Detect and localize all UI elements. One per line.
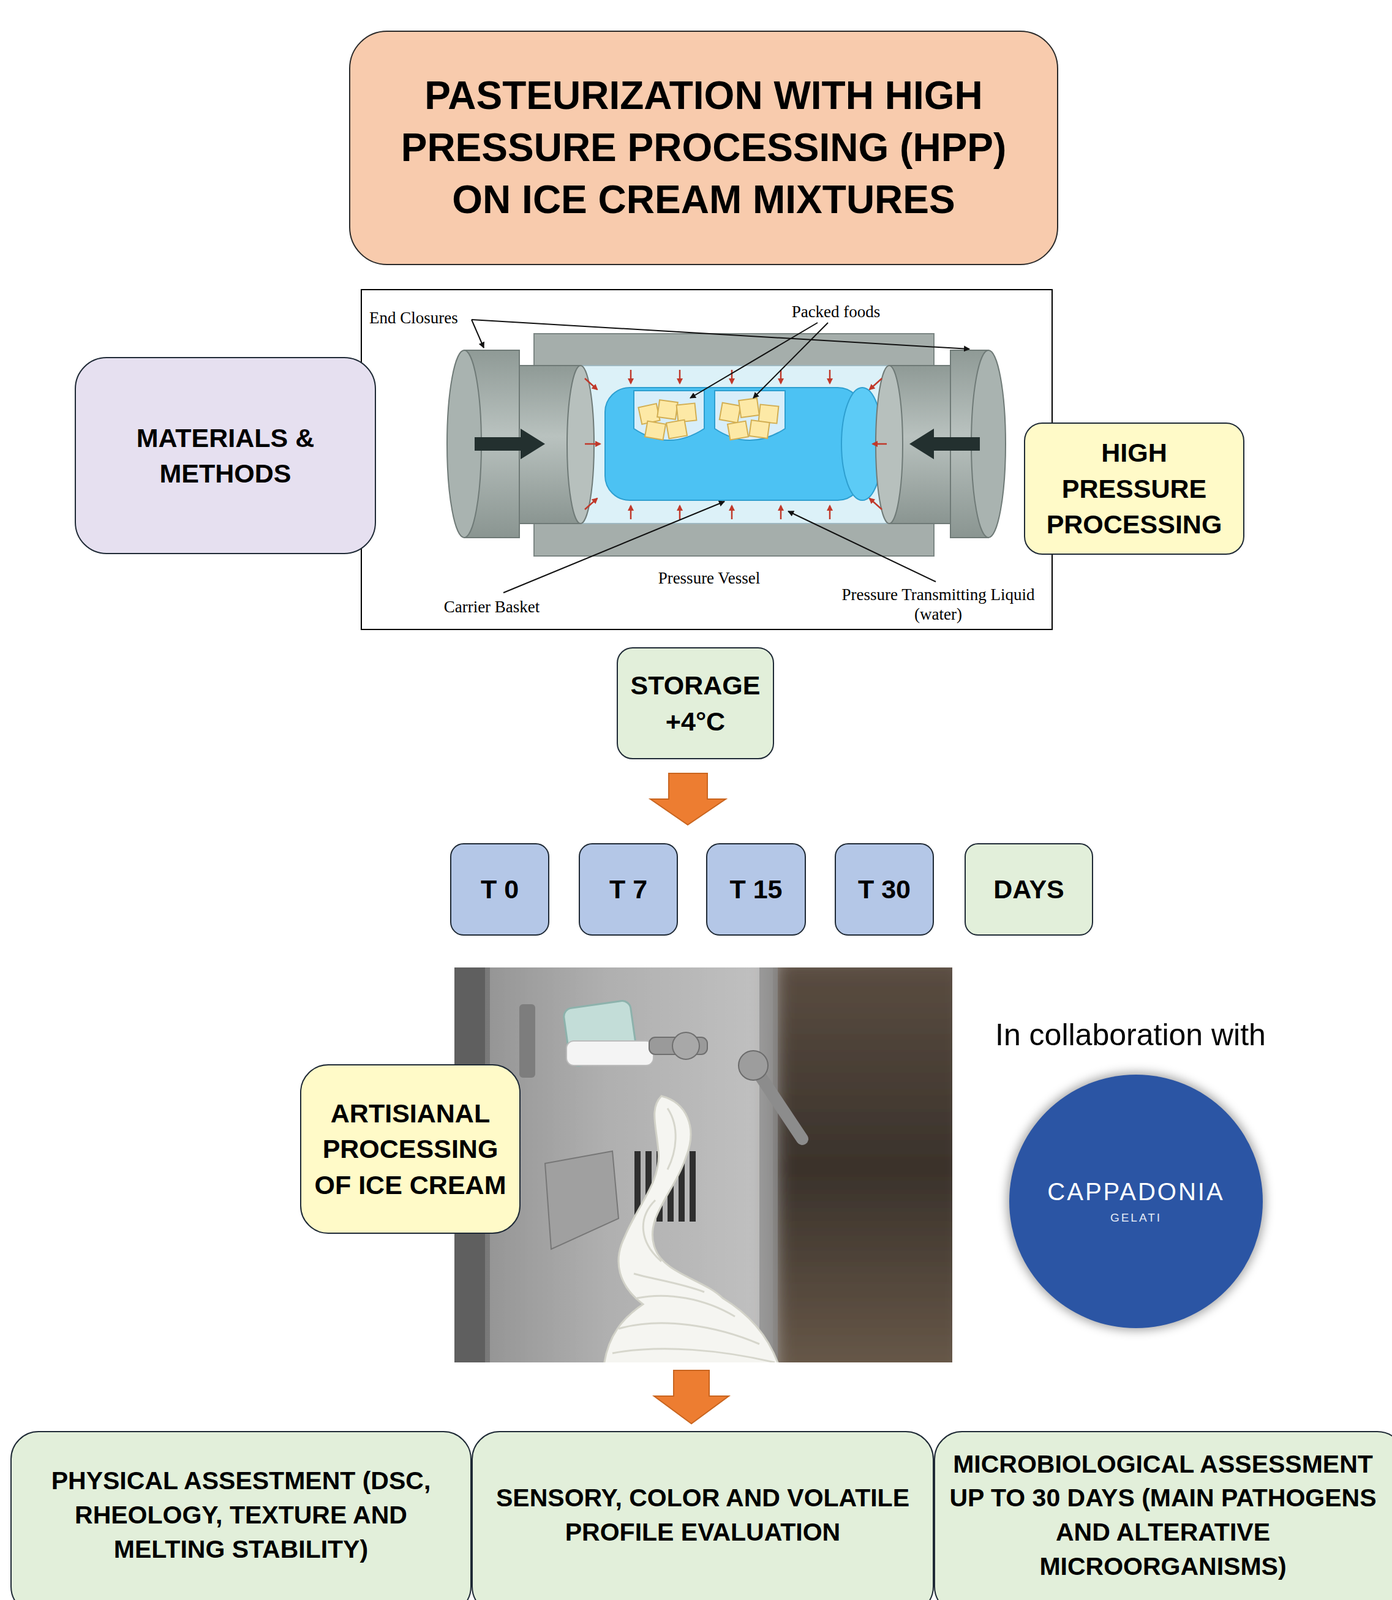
node-text: SENSORY, COLOR AND VOLATILE PROFILE EVAL… [480,1481,926,1551]
node-text: ARTISIANAL PROCESSING OF ICE CREAM [312,1095,509,1203]
node-text: T 15 [713,871,799,907]
part-label: Pressure Vessel [617,568,802,588]
process-box: ARTISIANAL PROCESSING OF ICE CREAM [300,1064,521,1234]
ice-cream-photo [454,967,953,1363]
assessment-box: MICROBIOLOGICAL ASSESSMENT UP TO 30 DAYS… [933,1431,1392,1600]
node-text: T 7 [586,871,671,907]
time-box: T 0 [450,843,550,936]
process-box: HIGH PRESSURE PROCESSING [1023,422,1245,555]
node-text: T 30 [842,871,927,907]
logo-name: CAPPADONIA [1033,1177,1239,1207]
hpp-illustration [361,289,1053,630]
part-label: Packed foods [756,301,916,322]
time-box: T 7 [578,843,678,936]
section-box: MATERIALS & METHODS [74,357,377,555]
logo-circle: CAPPADONIA GELATI [1009,1074,1263,1329]
down-arrow [654,1370,729,1424]
node-text: MATERIALS & METHODS [90,420,361,492]
time-box: T 30 [834,843,934,936]
time-box: T 15 [706,843,806,936]
node-text: MICROBIOLOGICAL ASSESSMENT UP TO 30 DAYS… [942,1447,1384,1585]
storage-box: STORAGE +4°C [616,647,775,760]
part-label: Carrier Basket [406,597,578,617]
down-arrow [650,773,726,825]
logo-subtitle: GELATI [1033,1210,1239,1227]
collaboration-note: In collaboration with [995,1016,1266,1054]
node-text: HIGH PRESSURE PROCESSING [1033,434,1235,542]
title-text: PASTEURIZATION WITH HIGH PRESSURE PROCES… [387,69,1021,226]
part-label: End Closures [369,308,459,328]
node-text: DAYS [971,871,1086,907]
unit-box: DAYS [964,843,1094,936]
part-label: Pressure Transmitting Liquid (water) [827,584,1049,625]
node-text: STORAGE +4°C [626,667,765,740]
node-text: T 0 [457,871,542,907]
title-box: PASTEURIZATION WITH HIGH PRESSURE PROCES… [349,30,1059,266]
assessment-box: SENSORY, COLOR AND VOLATILE PROFILE EVAL… [471,1431,934,1600]
assessment-box: PHYSICAL ASSESTMENT (DSC, RHEOLOGY, TEXT… [10,1431,472,1600]
node-text: PHYSICAL ASSESTMENT (DSC, RHEOLOGY, TEXT… [18,1464,463,1567]
